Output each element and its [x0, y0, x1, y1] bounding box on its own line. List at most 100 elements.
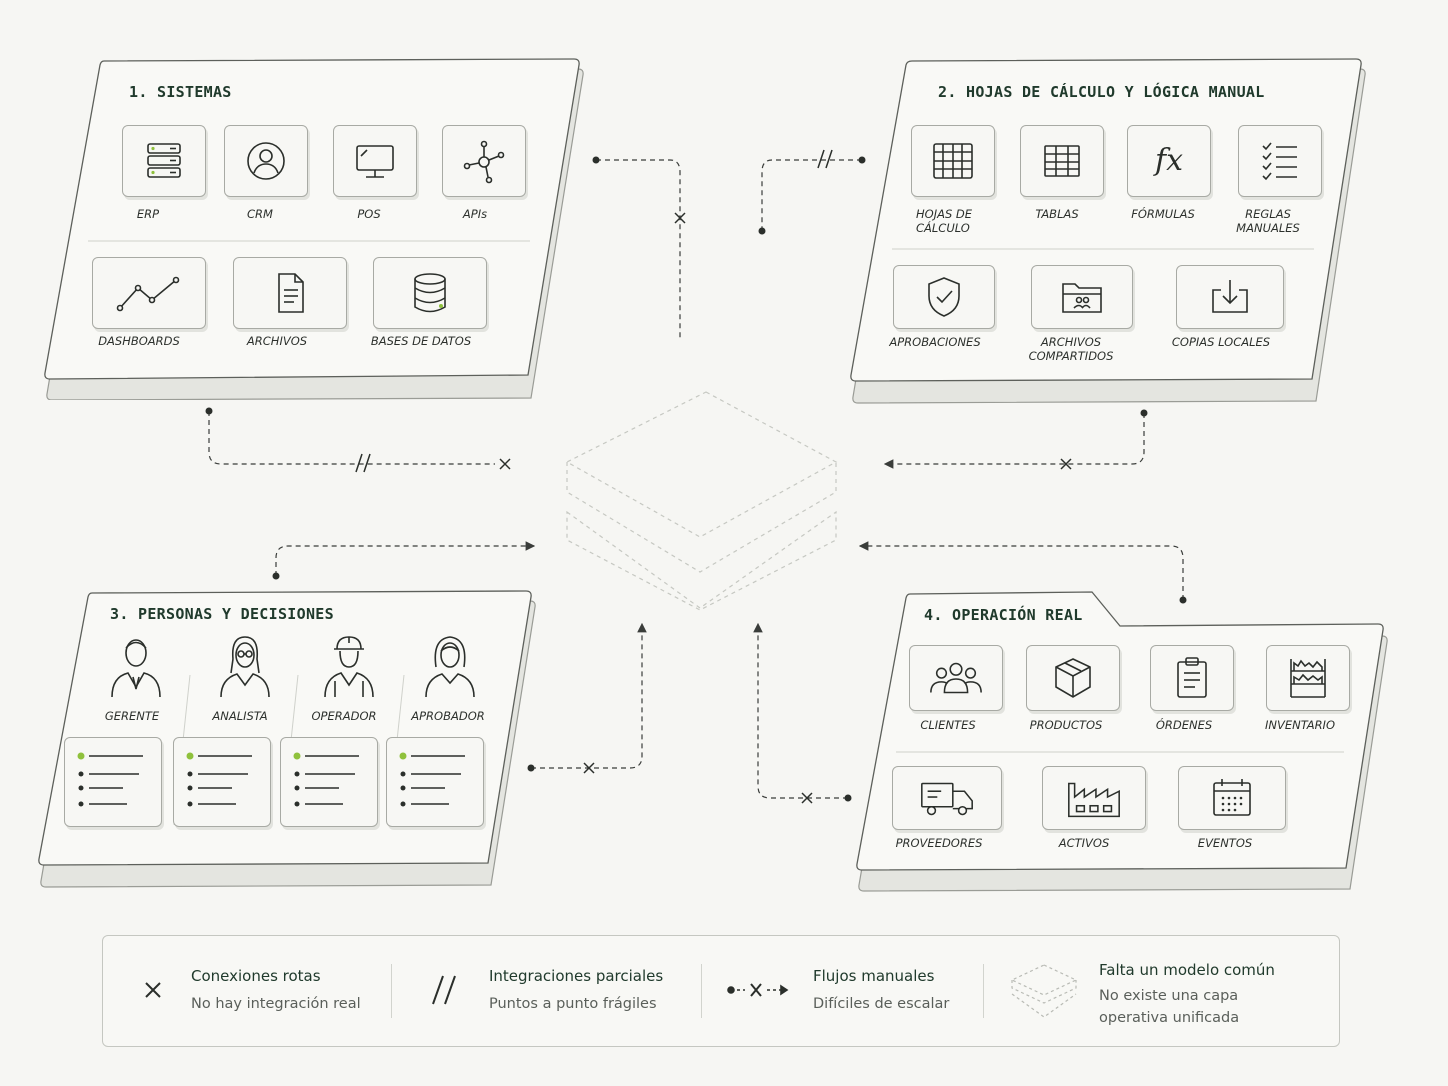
dashed-layers-icon [1010, 964, 1078, 1018]
legend: Conexiones rotas No hay integración real… [102, 935, 1340, 1047]
clipboard-icon [1177, 657, 1207, 698]
bullet-list-icon [293, 752, 359, 807]
label-bases-de-datos: BASES DE DATOS [370, 334, 472, 348]
label-aprobaciones: APROBACIONES [889, 335, 981, 349]
tile-erp [122, 125, 206, 197]
decision-list-card [386, 737, 484, 827]
connector-hojas-bottom [883, 413, 1145, 469]
tile-hojas-de-calculo [911, 125, 995, 197]
delivery-truck-icon [921, 782, 973, 816]
legend-divider [701, 964, 702, 1018]
legend-divider [983, 964, 984, 1018]
label-activos: ACTIVOS [1058, 836, 1110, 850]
decision-list-card [64, 737, 162, 827]
legend-title: Integraciones parciales [489, 967, 664, 985]
table-grid-icon [1044, 145, 1080, 177]
svg-text:fx: fx [1153, 143, 1183, 178]
tile-tablas [1020, 125, 1104, 197]
connector-hojas-left [761, 159, 862, 230]
tile-clientes [909, 645, 1003, 711]
connector-operacion-left [753, 622, 848, 799]
warehouse-shelf-icon [1290, 659, 1326, 698]
label-gerente: GERENTE [104, 709, 160, 723]
decision-list-card [280, 737, 378, 827]
tile-pos [333, 125, 417, 197]
legend-title: Flujos manuales [813, 967, 935, 985]
label-dashboards: DASHBOARDS [98, 334, 180, 348]
connector-personas-top [275, 541, 536, 576]
tile-formulas: fx [1127, 125, 1211, 197]
legend-subtitle: Difíciles de escalar [813, 996, 950, 1012]
label-clientes: CLIENTES [920, 718, 976, 732]
tile-dashboards [92, 257, 206, 329]
tile-copias-locales [1176, 265, 1284, 329]
tile-archivos [233, 257, 347, 329]
approver-person-icon [425, 636, 475, 698]
shared-folder-icon [1062, 283, 1102, 313]
manual-flow-icon [727, 983, 789, 997]
legend-subtitle: No hay integración real [191, 996, 361, 1012]
line-chart-icon [116, 276, 180, 312]
label-crm: CRM [247, 207, 273, 221]
manager-person-icon [111, 639, 161, 698]
label-erp: ERP [136, 207, 160, 221]
label-archivos-compartidos: ARCHIVOS COMPARTIDOS [1028, 335, 1114, 363]
label-productos: PRODUCTOS [1029, 718, 1103, 732]
box-cube-icon [1055, 658, 1091, 698]
label-inventario: INVENTARIO [1265, 718, 1335, 732]
x-icon [145, 982, 161, 998]
label-eventos: EVENTOS [1197, 836, 1253, 850]
tile-archivos-compartidos [1031, 265, 1133, 329]
tile-reglas-manuales [1238, 125, 1322, 197]
label-pos: POS [357, 207, 381, 221]
tile-productos [1026, 645, 1120, 711]
fx-formula-icon: fx [1153, 143, 1183, 178]
decision-list-card [173, 737, 271, 827]
panel-personas: 3. PERSONAS Y DECISIONES GERENTE ANALIST… [34, 587, 544, 889]
legend-title: Falta un modelo común [1099, 961, 1275, 979]
server-icon [147, 143, 181, 178]
panel-title: 1. SISTEMAS [129, 83, 232, 101]
panel-sistemas: 1. SISTEMAS ERP CRM POS [40, 55, 590, 400]
tile-aprobaciones [893, 265, 995, 329]
panel-title: 2. HOJAS DE CÁLCULO Y LÓGICA MANUAL [938, 83, 1265, 101]
label-formulas: FÓRMULAS [1131, 207, 1195, 221]
tile-inventario [1266, 645, 1350, 711]
user-circle-icon [247, 142, 285, 180]
tile-proveedores [892, 766, 1002, 830]
document-icon [278, 273, 304, 313]
double-slash-icon [432, 975, 456, 1005]
legend-divider [391, 964, 392, 1018]
label-reglas-manuales: REGLAS MANUALES [1236, 207, 1300, 235]
label-analista: ANALISTA [212, 709, 268, 723]
panel-hojas: 2. HOJAS DE CÁLCULO Y LÓGICA MANUAL HOJA… [846, 55, 1376, 405]
legend-subtitle: Puntos a punto frágiles [489, 996, 657, 1012]
panel-sistemas-shape [44, 58, 584, 400]
tile-ordenes [1150, 645, 1234, 711]
panel-title: 4. OPERACIÓN REAL [924, 606, 1083, 624]
connector-sistemas-bottom [208, 411, 495, 465]
checklist-icon [1262, 142, 1297, 181]
bullet-list-icon [186, 752, 252, 807]
connector-sistemas-center [596, 159, 681, 340]
group-users-icon [930, 662, 982, 694]
missing-common-model [565, 391, 838, 611]
panel-operacion: 4. OPERACIÓN REAL CLIENTES PRODUCTOS ÓRD… [852, 590, 1392, 895]
connector-personas-right [531, 622, 647, 769]
analyst-person-icon [220, 636, 270, 698]
label-aprobador: APROBADOR [411, 709, 485, 723]
bullet-list-icon [399, 752, 465, 807]
tile-activos [1042, 766, 1146, 830]
database-icon [414, 273, 446, 313]
bullet-list-icon [77, 752, 143, 807]
label-apis: APIs [462, 207, 488, 221]
tile-eventos [1178, 766, 1286, 830]
label-hojas-de-calculo: HOJAS DE CÁLCULO [916, 207, 973, 235]
spreadsheet-icon [933, 143, 973, 179]
label-copias-locales: COPIAS LOCALES [1171, 335, 1271, 349]
tile-apis [442, 125, 526, 197]
tile-crm [224, 125, 308, 197]
shield-check-icon [928, 277, 960, 317]
